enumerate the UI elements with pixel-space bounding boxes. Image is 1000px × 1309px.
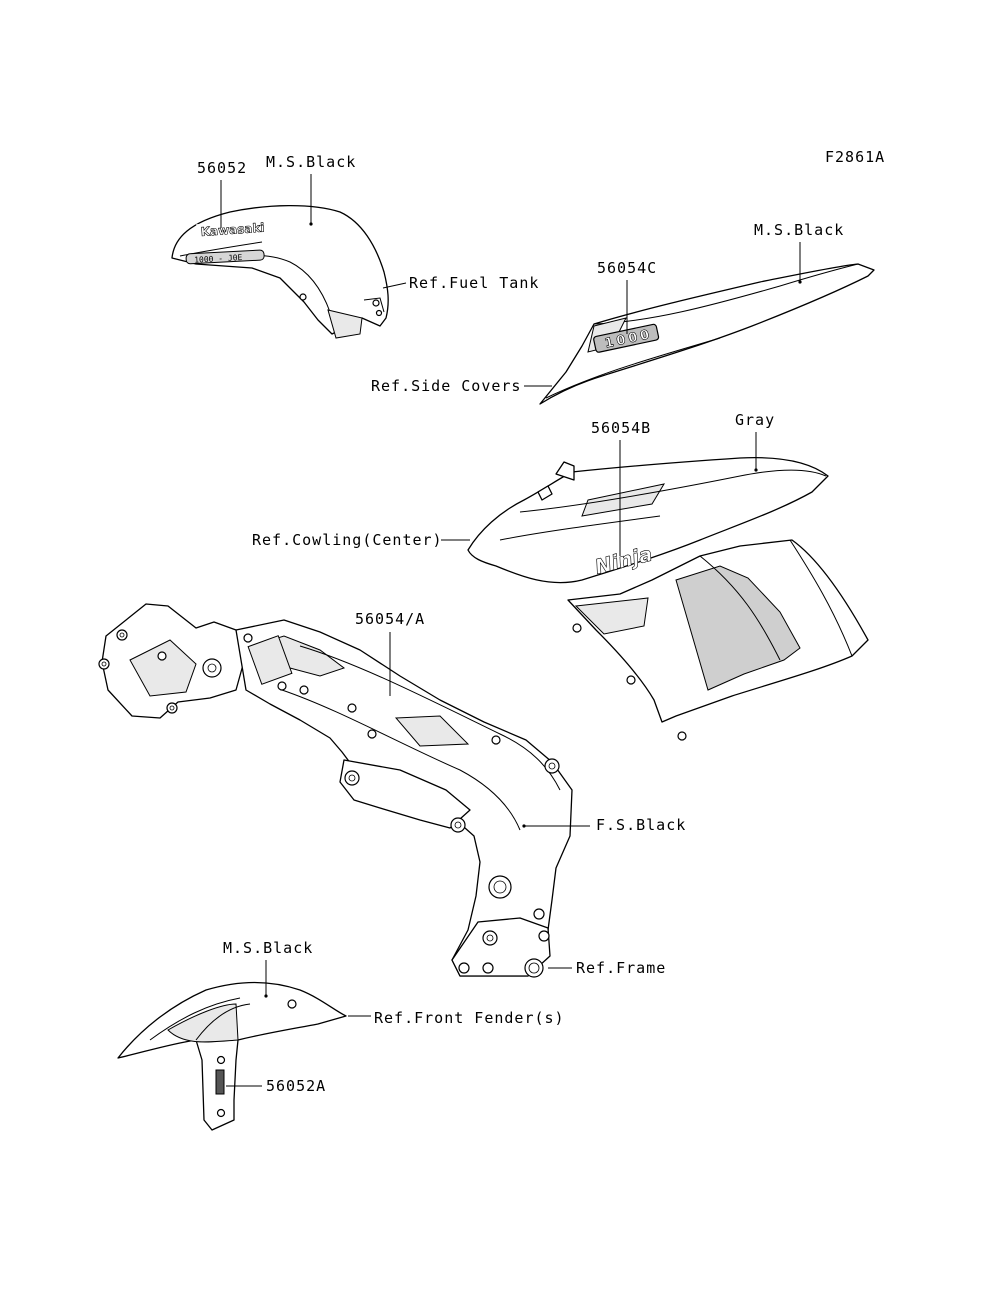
frame-part bbox=[98, 603, 573, 978]
fuel-tank-part: Kawasaki 1000 - J0E bbox=[171, 204, 389, 339]
fuel-tank-color: M.S.Black bbox=[266, 153, 356, 171]
fuel-tank-part-number: 56052 bbox=[197, 159, 247, 177]
front-fender-reference: Ref.Front Fender(s) bbox=[374, 1009, 565, 1027]
front-fender-part bbox=[117, 981, 347, 1131]
side-covers-reference: Ref.Side Covers bbox=[371, 377, 521, 395]
side-covers-color: M.S.Black bbox=[754, 221, 844, 239]
fuel-tank-decal: Kawasaki bbox=[196, 219, 268, 241]
figure-id: F2861A bbox=[825, 148, 885, 166]
cowling-part-number: 56054B bbox=[591, 419, 651, 437]
fuel-tank-badge-text: 1000 - J0E bbox=[194, 253, 243, 265]
fuel-tank-badge: 1000 - J0E bbox=[185, 249, 265, 265]
cowling-part: Ninja bbox=[467, 456, 869, 741]
front-fender-part-number: 56052A bbox=[266, 1077, 326, 1095]
side-covers-part: 1000 bbox=[539, 263, 875, 405]
kawasaki-decal-text: Kawasaki bbox=[200, 221, 265, 239]
side-covers-part-number: 56054C bbox=[597, 259, 657, 277]
front-fender-color: M.S.Black bbox=[223, 939, 313, 957]
cowling-reference: Ref.Cowling(Center) bbox=[252, 531, 443, 549]
fuel-tank-reference: Ref.Fuel Tank bbox=[409, 274, 539, 292]
cowling-color: Gray bbox=[735, 411, 775, 429]
frame-color: F.S.Black bbox=[596, 816, 686, 834]
frame-reference: Ref.Frame bbox=[576, 959, 666, 977]
frame-part-number: 56054/A bbox=[355, 610, 425, 628]
